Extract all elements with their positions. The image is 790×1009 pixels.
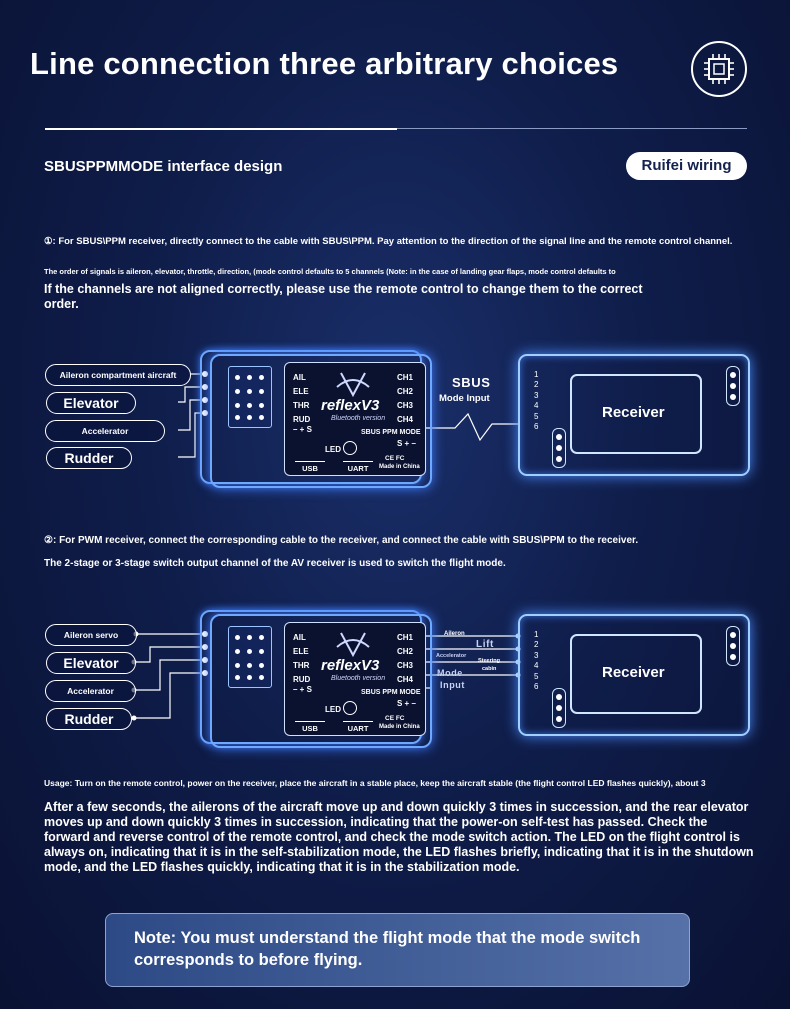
section-subtitle: SBUSPPMMODE interface design [44,158,283,175]
ch-label: RUD [293,675,311,684]
ch-label: CH4 [397,675,414,684]
label-accelerator: Accelerator [45,680,136,702]
page-title: Line connection three arbitrary choices [30,46,619,81]
logo-icon [336,632,370,658]
usage-details: After a few seconds, the ailerons of the… [44,800,754,874]
brand-logo: reflexV3 [321,657,380,674]
section2-instruction: ②: For PWM receiver, connect the corresp… [44,535,639,546]
logo-icon [336,372,370,398]
section2-note: The 2-stage or 3-stage switch output cha… [44,558,506,569]
wire-label-lift: Lift [476,639,494,650]
led-label: LED [325,705,341,714]
ch-label: ELE [293,647,309,656]
ch-label: CH4 [397,415,414,424]
pin-header [228,626,272,688]
ch-label: ELE [293,387,309,396]
rx-holes-left [552,428,566,468]
ch-label: – + S [293,425,312,434]
section1-warning: If the channels are not aligned correctl… [44,282,643,311]
ch-label: CH3 [397,401,414,410]
brand-subtitle: Bluetooth version [331,675,386,682]
ch-label: AIL [293,373,306,382]
wire-label-accelerator: Accelerator [436,653,467,659]
receiver-face [570,634,702,714]
label-elevator: Elevator [46,652,136,674]
led-label: LED [325,445,341,454]
controller-face: AIL ELE THR RUD – + S CH1 CH2 CH3 CH4 SB… [284,362,426,476]
section1-instruction: ①: For SBUS\PPM receiver, directly conne… [44,236,733,247]
rx-holes-right [726,626,740,666]
ch-label: CH2 [397,387,414,396]
label-elevator: Elevator [46,392,136,414]
label-rudder: Rudder [46,447,132,469]
note-text: Note: You must understand the flight mod… [134,929,641,969]
rx-holes-right [726,366,740,406]
wire-label-cabin: cabin [482,666,497,672]
wire-label-aileron: Aileron [444,631,465,637]
controller-face: AIL ELE THR RUD – + S CH1 CH2 CH3 CH4 SB… [284,622,426,736]
ch-label: – + S [293,685,312,694]
label-rudder: Rudder [46,708,132,730]
ch-label: S + – [397,699,416,708]
receiver-face [570,374,702,454]
brand-logo: reflexV3 [321,397,380,414]
rx-holes-left [552,688,566,728]
wire-label-mode: Mode [437,668,463,678]
diagram-pwm: Aileron servo Elevator Accelerator Rudde… [0,600,790,750]
port-usb: USB [295,721,325,733]
port-uart: UART [343,721,373,733]
diagram-sbus: Aileron compartment aircraft Elevator Ac… [0,340,790,490]
made-in: Made in China [379,464,420,470]
wiring-badge: Ruifei wiring [626,152,747,180]
section1-order: The order of signals is aileron, elevato… [44,267,616,276]
flight-mode-note: Note: You must understand the flight mod… [105,913,690,987]
cert-mark: CE FC [385,715,405,722]
ch-label: THR [293,401,310,410]
ch-label: THR [293,661,310,670]
ch-label: RUD [293,415,311,424]
ch-label: CH3 [397,661,414,670]
sbus-label: SBUS [452,375,491,390]
receiver-label: Receiver [602,664,665,681]
label-accelerator: Accelerator [45,420,165,442]
ch-label: AIL [293,633,306,642]
label-aileron: Aileron compartment aircraft [45,364,191,386]
mode-input-label: Mode Input [439,393,490,404]
led-indicator [343,701,357,715]
ch-label: SBUS PPM MODE [361,689,421,696]
ch-label: S + – [397,439,416,448]
divider-thin [397,128,747,129]
flight-controller: AIL ELE THR RUD – + S CH1 CH2 CH3 CH4 SB… [210,614,432,748]
receiver-label: Receiver [602,404,665,421]
port-uart: UART [343,461,373,473]
brand-subtitle: Bluetooth version [331,415,386,422]
wire-label-steering: Steering [478,658,501,664]
label-aileron-servo: Aileron servo [45,624,137,646]
ch-label: CH2 [397,647,414,656]
ch-label: SBUS PPM MODE [361,429,421,436]
ch-label: CH1 [397,633,414,642]
chip-icon [691,41,747,97]
made-in: Made in China [379,724,420,730]
flight-controller: AIL ELE THR RUD – + S CH1 CH2 CH3 CH4 SB… [210,354,432,488]
led-indicator [343,441,357,455]
ch-label: CH1 [397,373,414,382]
wire-label-input: Input [440,680,465,690]
pin-header [228,366,272,428]
usage-intro: Usage: Turn on the remote control, power… [44,778,706,788]
cert-mark: CE FC [385,455,405,462]
port-usb: USB [295,461,325,473]
divider-bold [45,128,397,130]
